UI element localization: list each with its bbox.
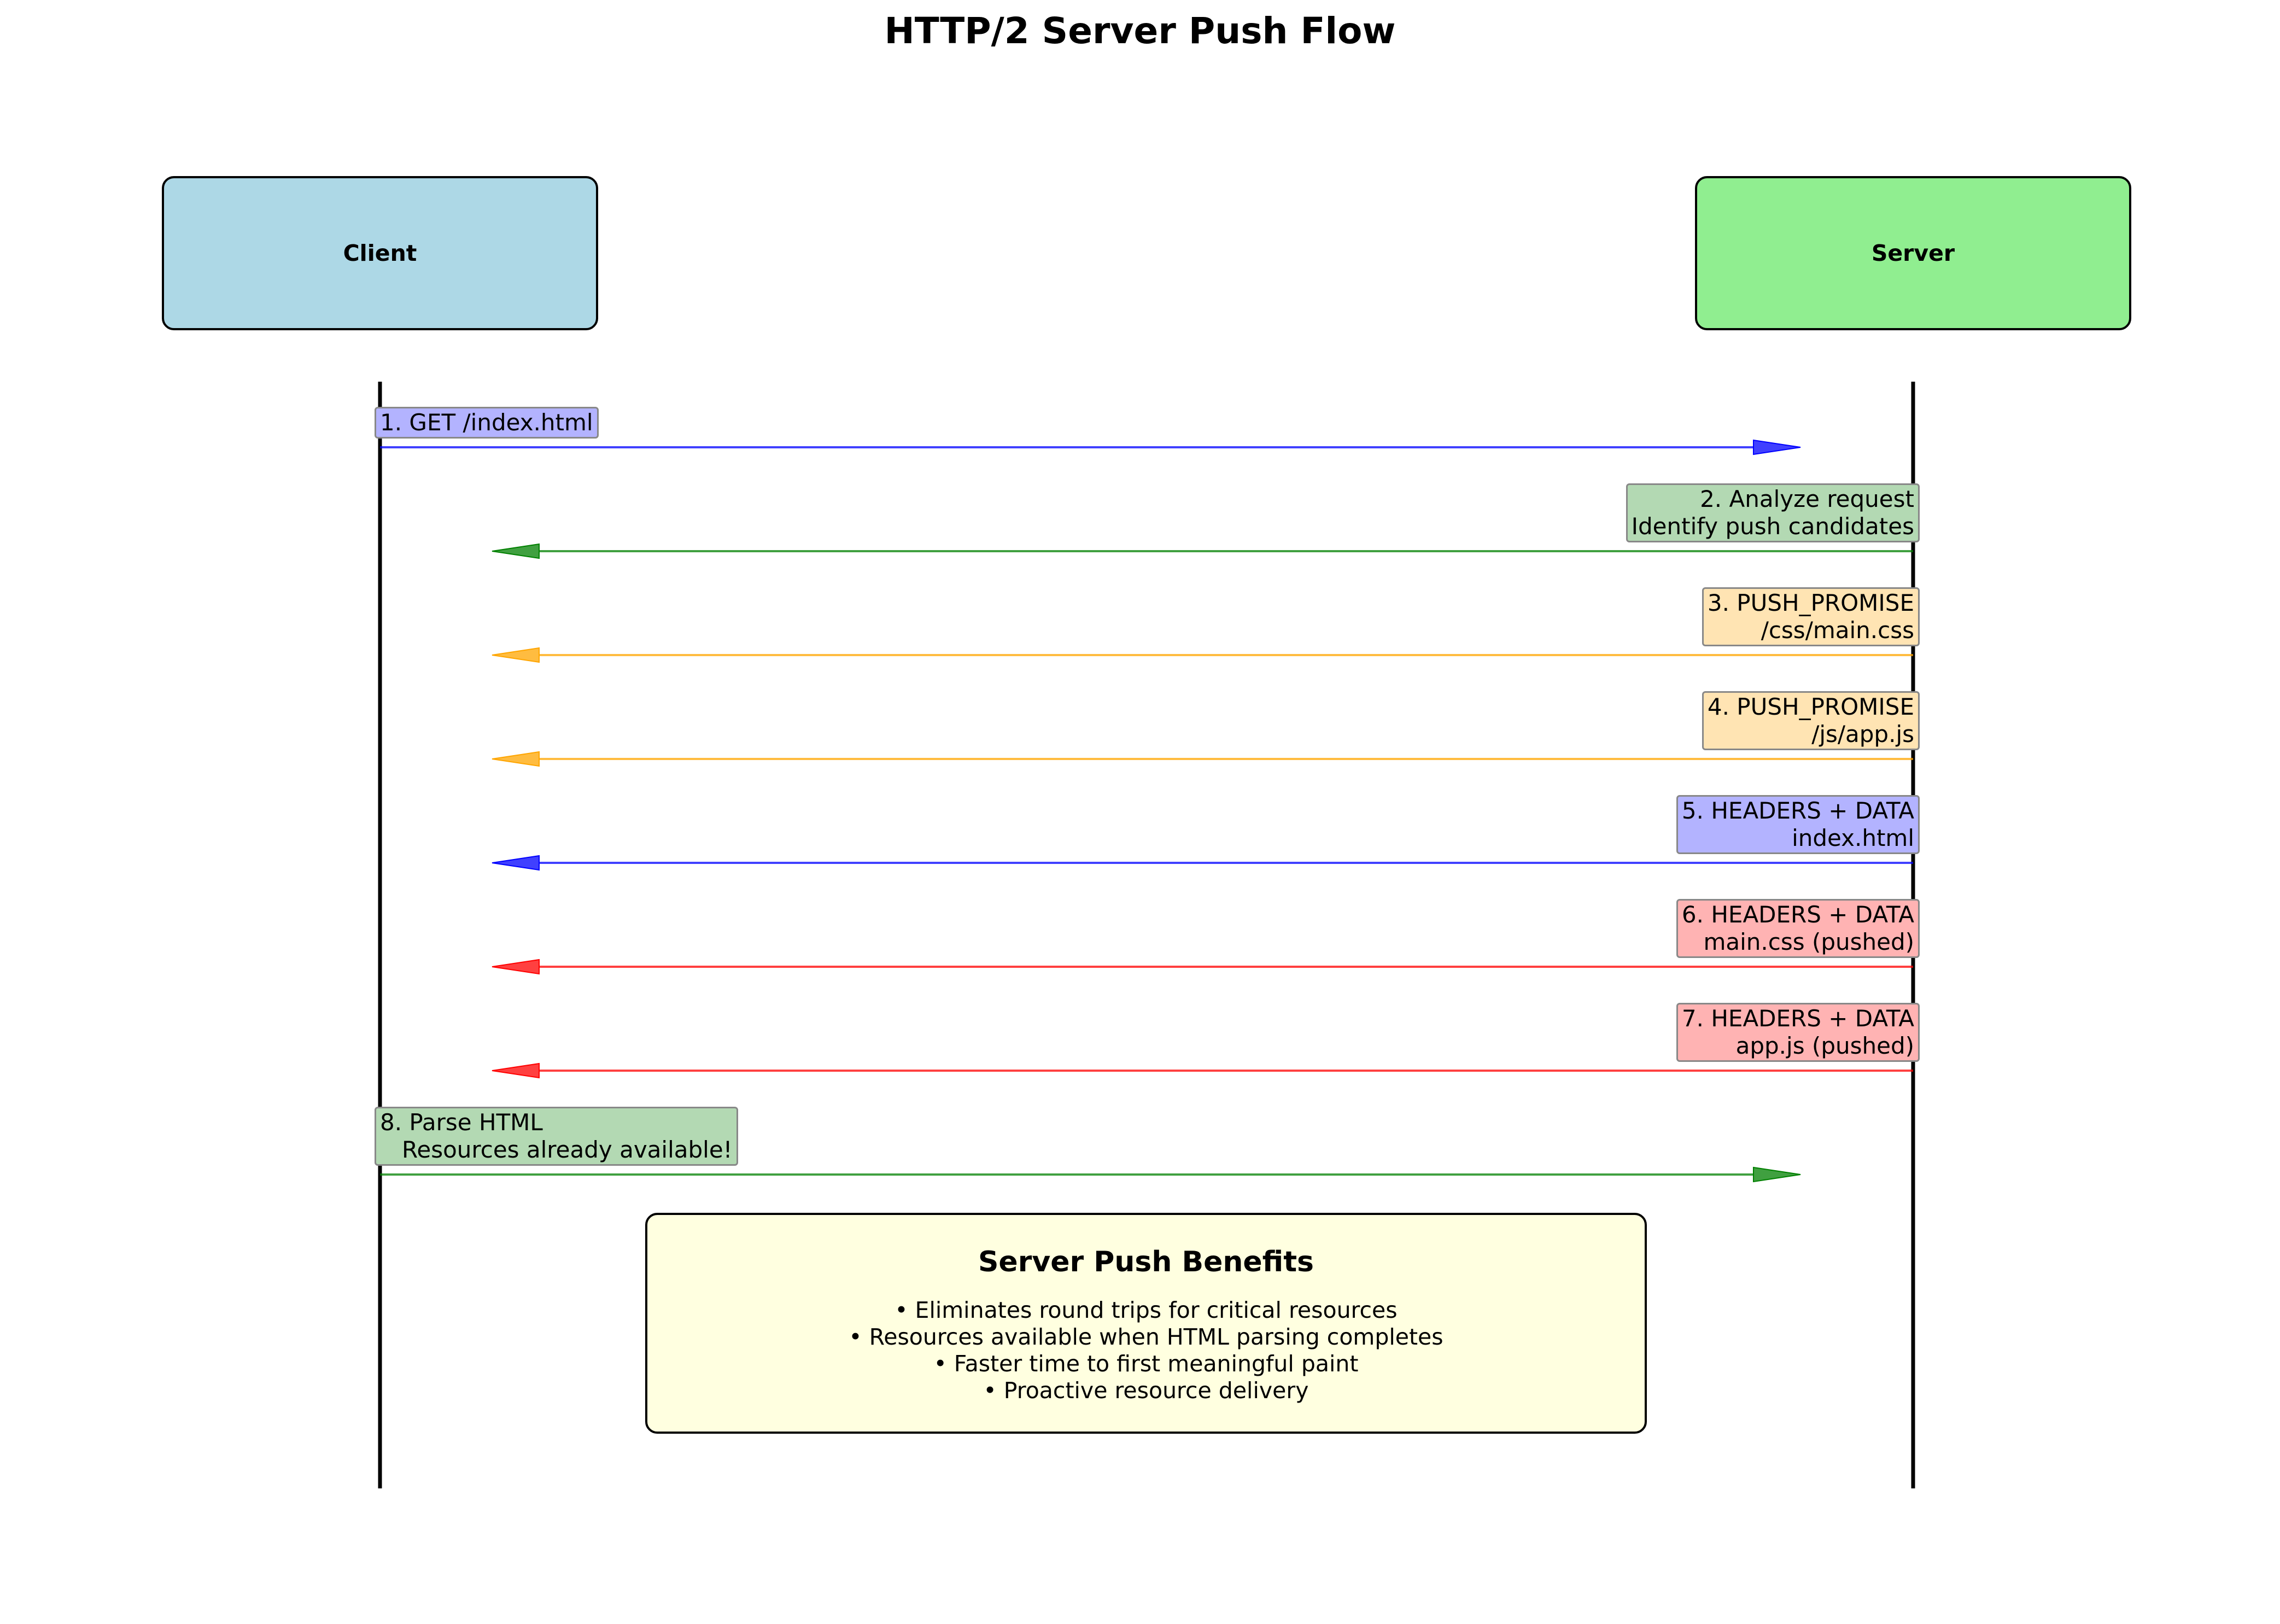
message-label-line: 3. PUSH_PROMISE <box>1707 589 1914 616</box>
message-label: 1. GET /index.html <box>375 407 599 439</box>
message-label-line: main.css (pushed) <box>1703 928 1914 955</box>
benefits-list: • Eliminates round trips for critical re… <box>647 1297 1645 1404</box>
benefit-item: • Proactive resource delivery <box>983 1377 1309 1404</box>
server-actor-box: Server <box>1695 176 2131 330</box>
benefit-item: • Faster time to first meaningful paint <box>933 1351 1359 1377</box>
message-arrow-head <box>1753 1166 1801 1183</box>
message-label-line: 4. PUSH_PROMISE <box>1707 693 1914 720</box>
message-label-line: 7. HEADERS + DATA <box>1681 1005 1914 1032</box>
message-arrow-head <box>492 959 540 975</box>
message-arrow-head <box>1753 439 1801 455</box>
message-label-line: /css/main.css <box>1761 617 1914 644</box>
message-label-line: 8. Parse HTML <box>380 1109 543 1136</box>
message-arrow-head <box>492 1062 540 1079</box>
benefits-box: Server Push Benefits • Eliminates round … <box>645 1213 1647 1434</box>
message-label-line: 5. HEADERS + DATA <box>1681 797 1914 824</box>
message-label-line: index.html <box>1792 825 1914 851</box>
client-actor-box: Client <box>162 176 598 330</box>
client-actor-label: Client <box>343 240 417 266</box>
message-label-line: Identify push candidates <box>1631 513 1914 540</box>
benefits-title: Server Push Benefits <box>978 1246 1314 1278</box>
message-label: 4. PUSH_PROMISE/js/app.js <box>1702 691 1920 750</box>
diagram-title: HTTP/2 Server Push Flow <box>884 10 1396 52</box>
message-label: 3. PUSH_PROMISE/css/main.css <box>1702 587 1920 646</box>
benefit-item: • Eliminates round trips for critical re… <box>895 1297 1398 1323</box>
message-arrow-head <box>492 647 540 663</box>
message-label-line: 2. Analyze request <box>1700 486 1914 512</box>
message-label-line: /js/app.js <box>1811 721 1914 747</box>
message-arrow-head <box>492 543 540 559</box>
server-actor-label: Server <box>1871 240 1955 266</box>
message-label: 8. Parse HTML Resources already availabl… <box>375 1107 738 1166</box>
message-label-line: Resources already available! <box>380 1136 733 1163</box>
message-arrow-head <box>492 855 540 871</box>
message-label-line: app.js (pushed) <box>1735 1032 1914 1059</box>
benefit-item: • Resources available when HTML parsing … <box>849 1324 1443 1350</box>
message-arrow-head <box>492 751 540 767</box>
message-label-line: 6. HEADERS + DATA <box>1681 901 1914 928</box>
message-label-line: 1. GET /index.html <box>380 409 593 436</box>
